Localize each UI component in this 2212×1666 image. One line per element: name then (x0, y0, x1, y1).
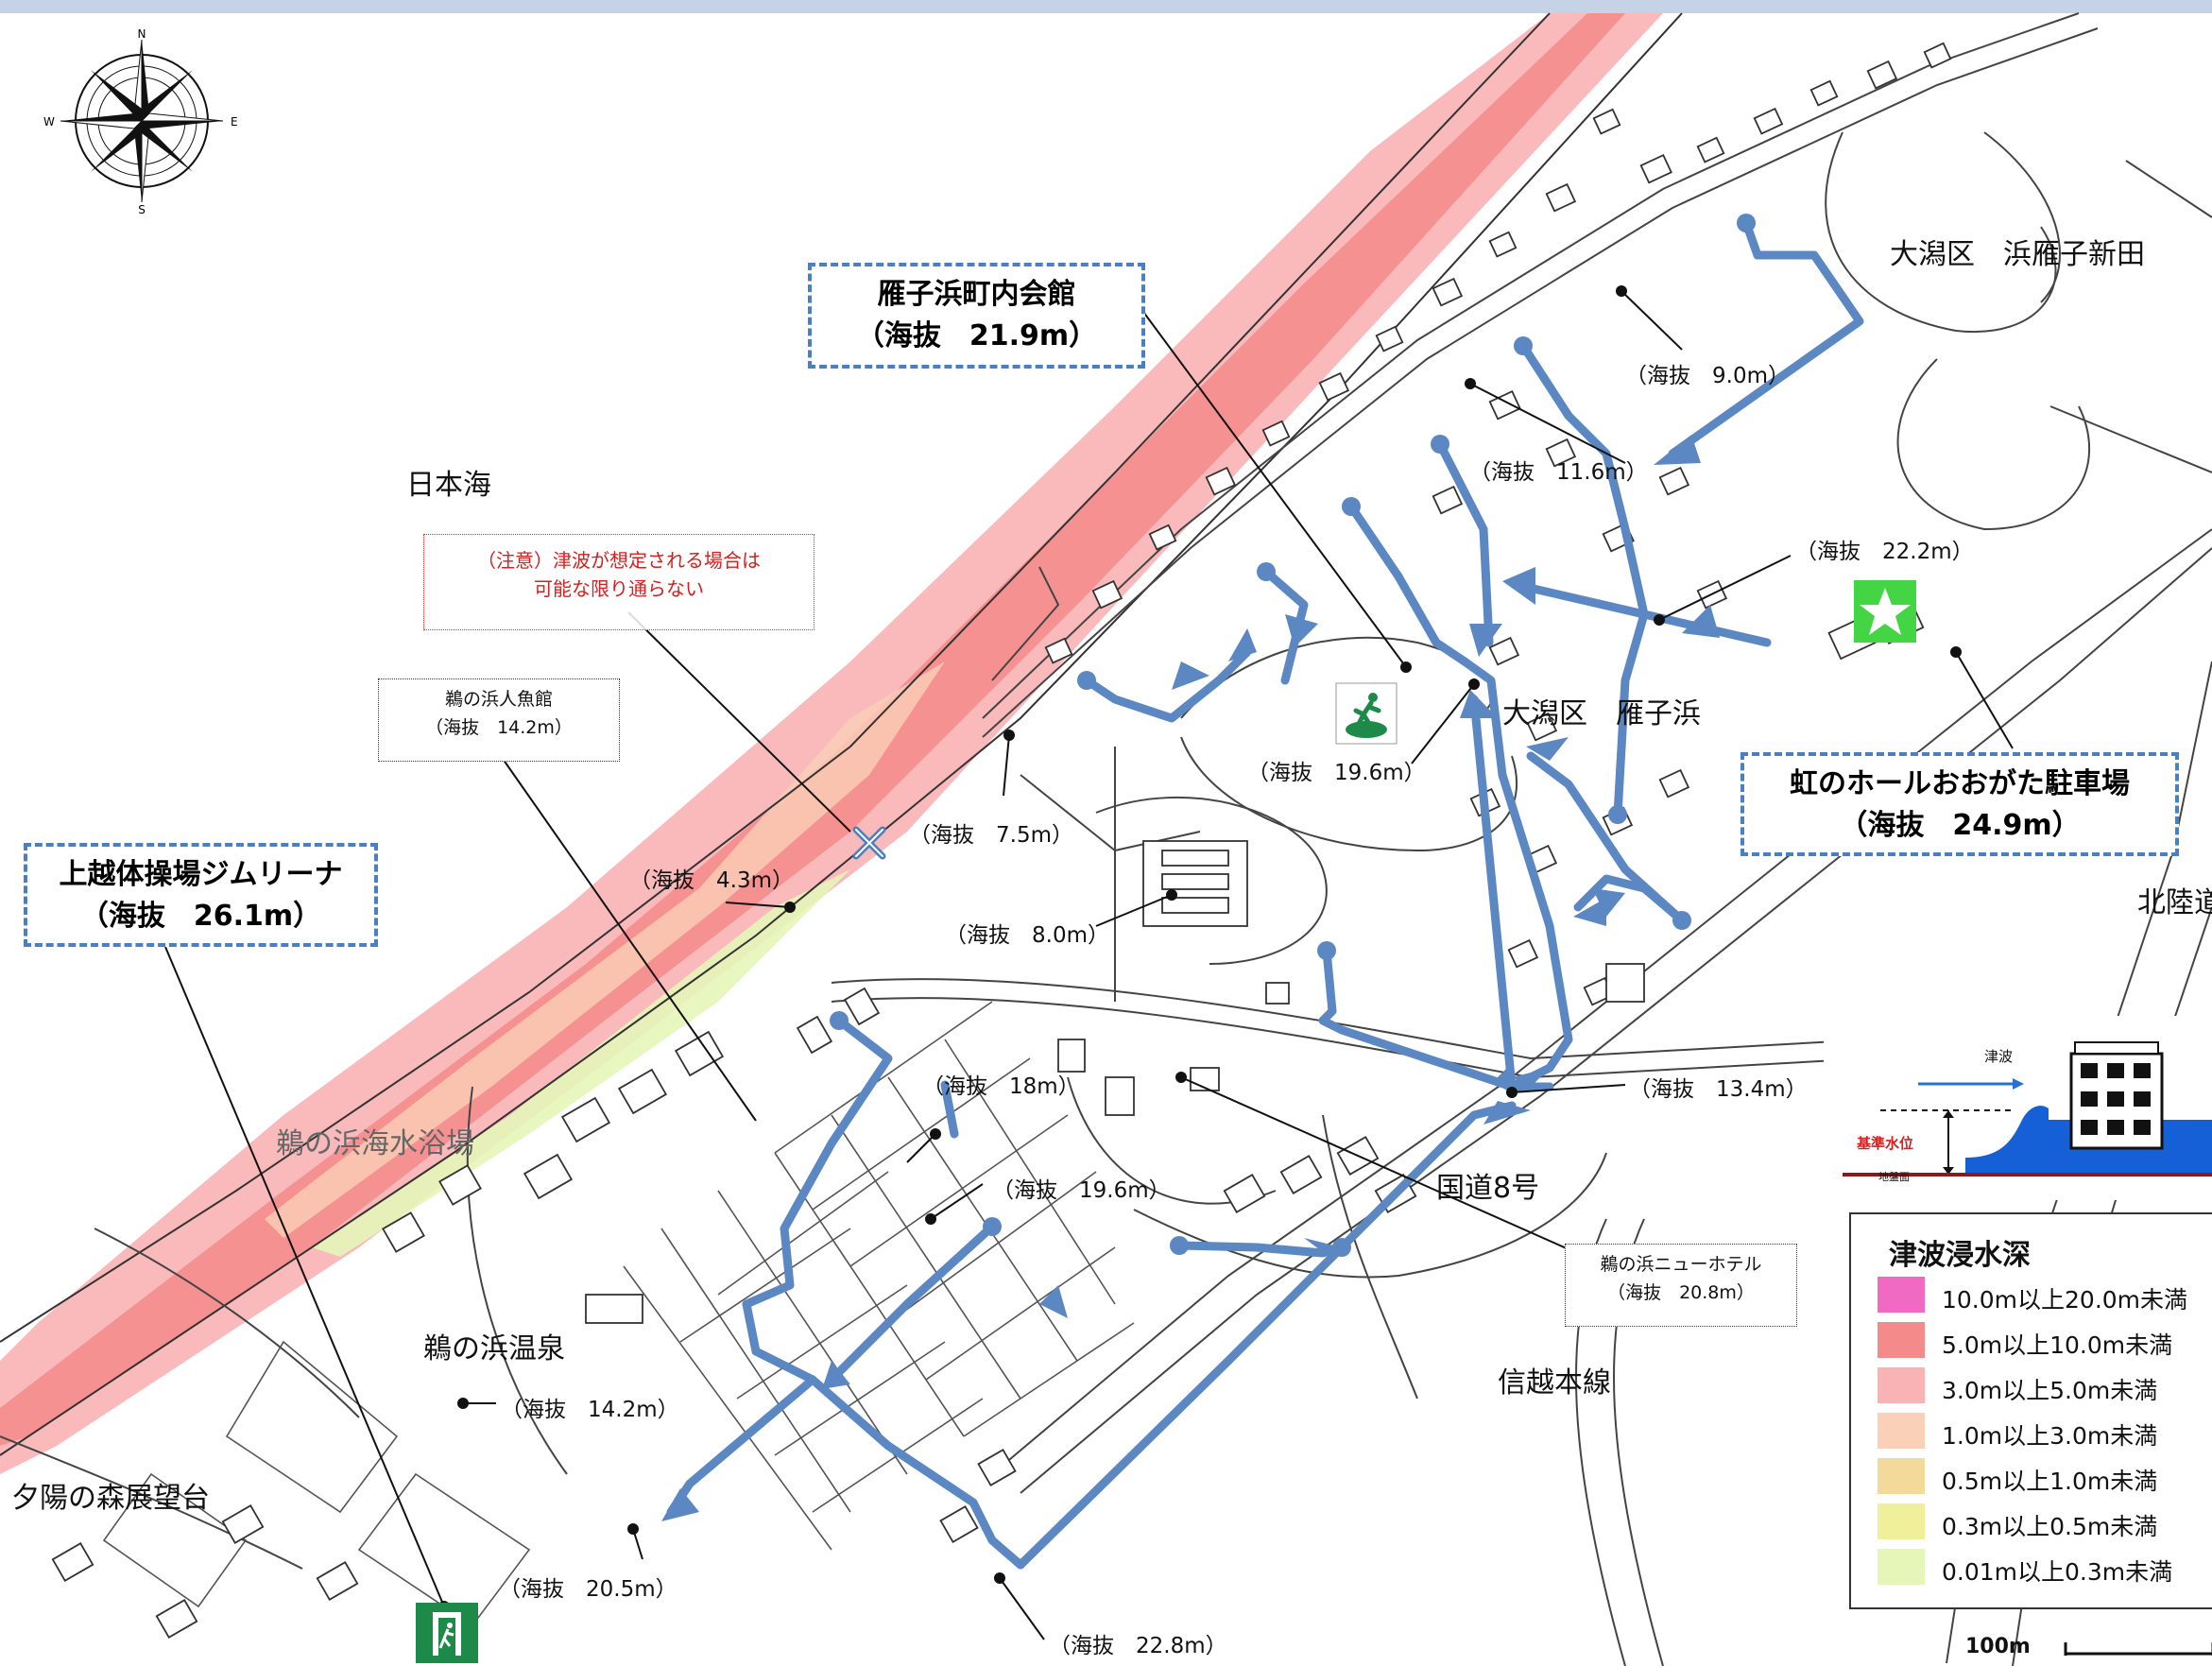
caution-note: （注意）津波が想定される場合は 可能な限り通らない (423, 534, 814, 630)
legend-swatch (1878, 1413, 1925, 1449)
elevation-label: （海抜 9.0m） (1625, 364, 1790, 388)
new-hotel-name: 鵜の浜ニューホテル (1600, 1254, 1762, 1275)
inset-base-level-label: 基準水位 (1856, 1135, 1913, 1152)
legend-label: 1.0m以上3.0m未満 (1942, 1422, 2158, 1450)
callout-community-hall: 雁子浜町内会館 （海抜 21.9m） (808, 263, 1145, 369)
scale-bar-graphic (2064, 1642, 2212, 1656)
scale-label: 100m (1965, 1635, 2031, 1658)
callout-hall-elevation: （海抜 21.9m） (855, 319, 1098, 352)
legend-swatch (1878, 1277, 1925, 1313)
inset-tsunami-label: 津波 (1984, 1048, 2013, 1065)
compass-s: S (138, 203, 146, 215)
label-beach: 鵜の浜海水浴場 (276, 1127, 474, 1160)
elevation-label: （海抜 4.3m） (629, 868, 794, 893)
elevation-label: （海抜 22.8m） (1049, 1634, 1227, 1658)
legend-label: 0.5m以上1.0m未満 (1942, 1468, 2158, 1495)
legend-label: 3.0m以上5.0m未満 (1942, 1377, 2158, 1404)
evacuation-site-icon (1335, 682, 1398, 745)
legend-label: 0.01m以上0.3m未満 (1942, 1558, 2173, 1586)
route-nodes (830, 214, 1756, 1257)
legend-swatch (1878, 1367, 1925, 1403)
elevation-label: （海抜 14.2m） (501, 1398, 679, 1422)
shelter-star-icon (1854, 580, 1916, 643)
elevation-label: （海抜 11.6m） (1469, 460, 1648, 485)
top-border (0, 0, 2212, 13)
label-sea: 日本海 (406, 469, 491, 502)
elevation-label: （海抜 19.6m） (992, 1178, 1171, 1203)
legend-swatch (1878, 1458, 1925, 1494)
callout-gym-name: 上越体操場ジムリーナ (59, 858, 343, 891)
inundation-zone (0, 13, 1663, 1474)
legend-label: 0.3m以上0.5m未満 (1942, 1513, 2158, 1540)
ningyokan-elevation: （海抜 14.2m） (425, 717, 573, 738)
callout-gym: 上越体操場ジムリーナ （海抜 26.1m） (24, 843, 378, 947)
legend-label: 10.0m以上20.0m未満 (1942, 1286, 2188, 1314)
compass-w: W (43, 115, 55, 129)
callout-parking-name: 虹のホールおおがた駐車場 (1790, 767, 2130, 800)
new-hotel-elevation: （海抜 20.8m） (1607, 1282, 1755, 1303)
legend-swatch (1878, 1549, 1925, 1585)
elevation-label: （海抜 22.2m） (1795, 540, 1974, 564)
label-hokuriku: 北陸道 (2137, 886, 2212, 919)
label-route8: 国道8号 (1436, 1172, 1540, 1205)
ningyokan-name: 鵜の浜人魚館 (444, 689, 553, 710)
elevation-label: （海抜 19.6m） (1247, 761, 1426, 785)
elevation-label: （海抜 20.5m） (499, 1577, 677, 1602)
inset-ground-label: 地盤面 (1878, 1171, 1910, 1183)
label-onsen: 鵜の浜温泉 (423, 1332, 565, 1365)
scale-bar: 100m (1965, 1633, 2212, 1666)
elevation-label: （海抜 7.5m） (909, 823, 1073, 848)
emergency-exit-icon (416, 1603, 478, 1663)
label-shinetsu: 信越本線 (1498, 1366, 1611, 1400)
callout-parking: 虹のホールおおがた駐車場 （海抜 24.9m） (1740, 752, 2179, 856)
facility-ningyokan: 鵜の浜人魚館 （海抜 14.2m） (378, 678, 620, 762)
compass-n: N (138, 27, 146, 41)
legend-title: 津波浸水深 (1889, 1239, 2031, 1272)
legend-label: 5.0m以上10.0m未満 (1942, 1331, 2173, 1359)
elevation-label: （海抜 13.4m） (1629, 1077, 1808, 1102)
legend-swatch (1878, 1503, 1925, 1539)
facility-new-hotel: 鵜の浜ニューホテル （海抜 20.8m） (1565, 1244, 1797, 1327)
elevation-label: （海抜 18m） (922, 1074, 1080, 1099)
inset-graphic: 津波 基準水位 地盤面 (1843, 1041, 2212, 1183)
callout-hall-name: 雁子浜町内会館 (877, 278, 1076, 311)
elevation-label: （海抜 8.0m） (945, 923, 1109, 948)
closed-road-icon (852, 826, 886, 860)
label-viewpoint: 夕陽の森展望台 (11, 1482, 210, 1515)
callout-parking-elevation: （海抜 24.9m） (1839, 809, 2081, 842)
caution-line-1: （注意）津波が想定される場合は (477, 549, 761, 572)
callout-gym-elevation: （海抜 26.1m） (79, 900, 322, 933)
compass-e: E (231, 115, 238, 129)
label-district-ganko: 大潟区 雁子浜 (1502, 697, 1701, 730)
tsunami-inset-diagram: 津波 基準水位 地盤面 (1824, 1016, 2212, 1200)
compass-rose-icon: N S W E (43, 27, 238, 215)
caution-line-2: 可能な限り通らない (534, 577, 704, 600)
legend-swatch (1878, 1322, 1925, 1358)
legend: 津波浸水深 10.0m以上20.0m未満 5.0m以上10.0m未満 3.0m以… (1849, 1212, 2212, 1609)
leader-lines (164, 290, 2014, 1640)
label-district-hamaganko: 大潟区 浜雁子新田 (1890, 238, 2145, 271)
